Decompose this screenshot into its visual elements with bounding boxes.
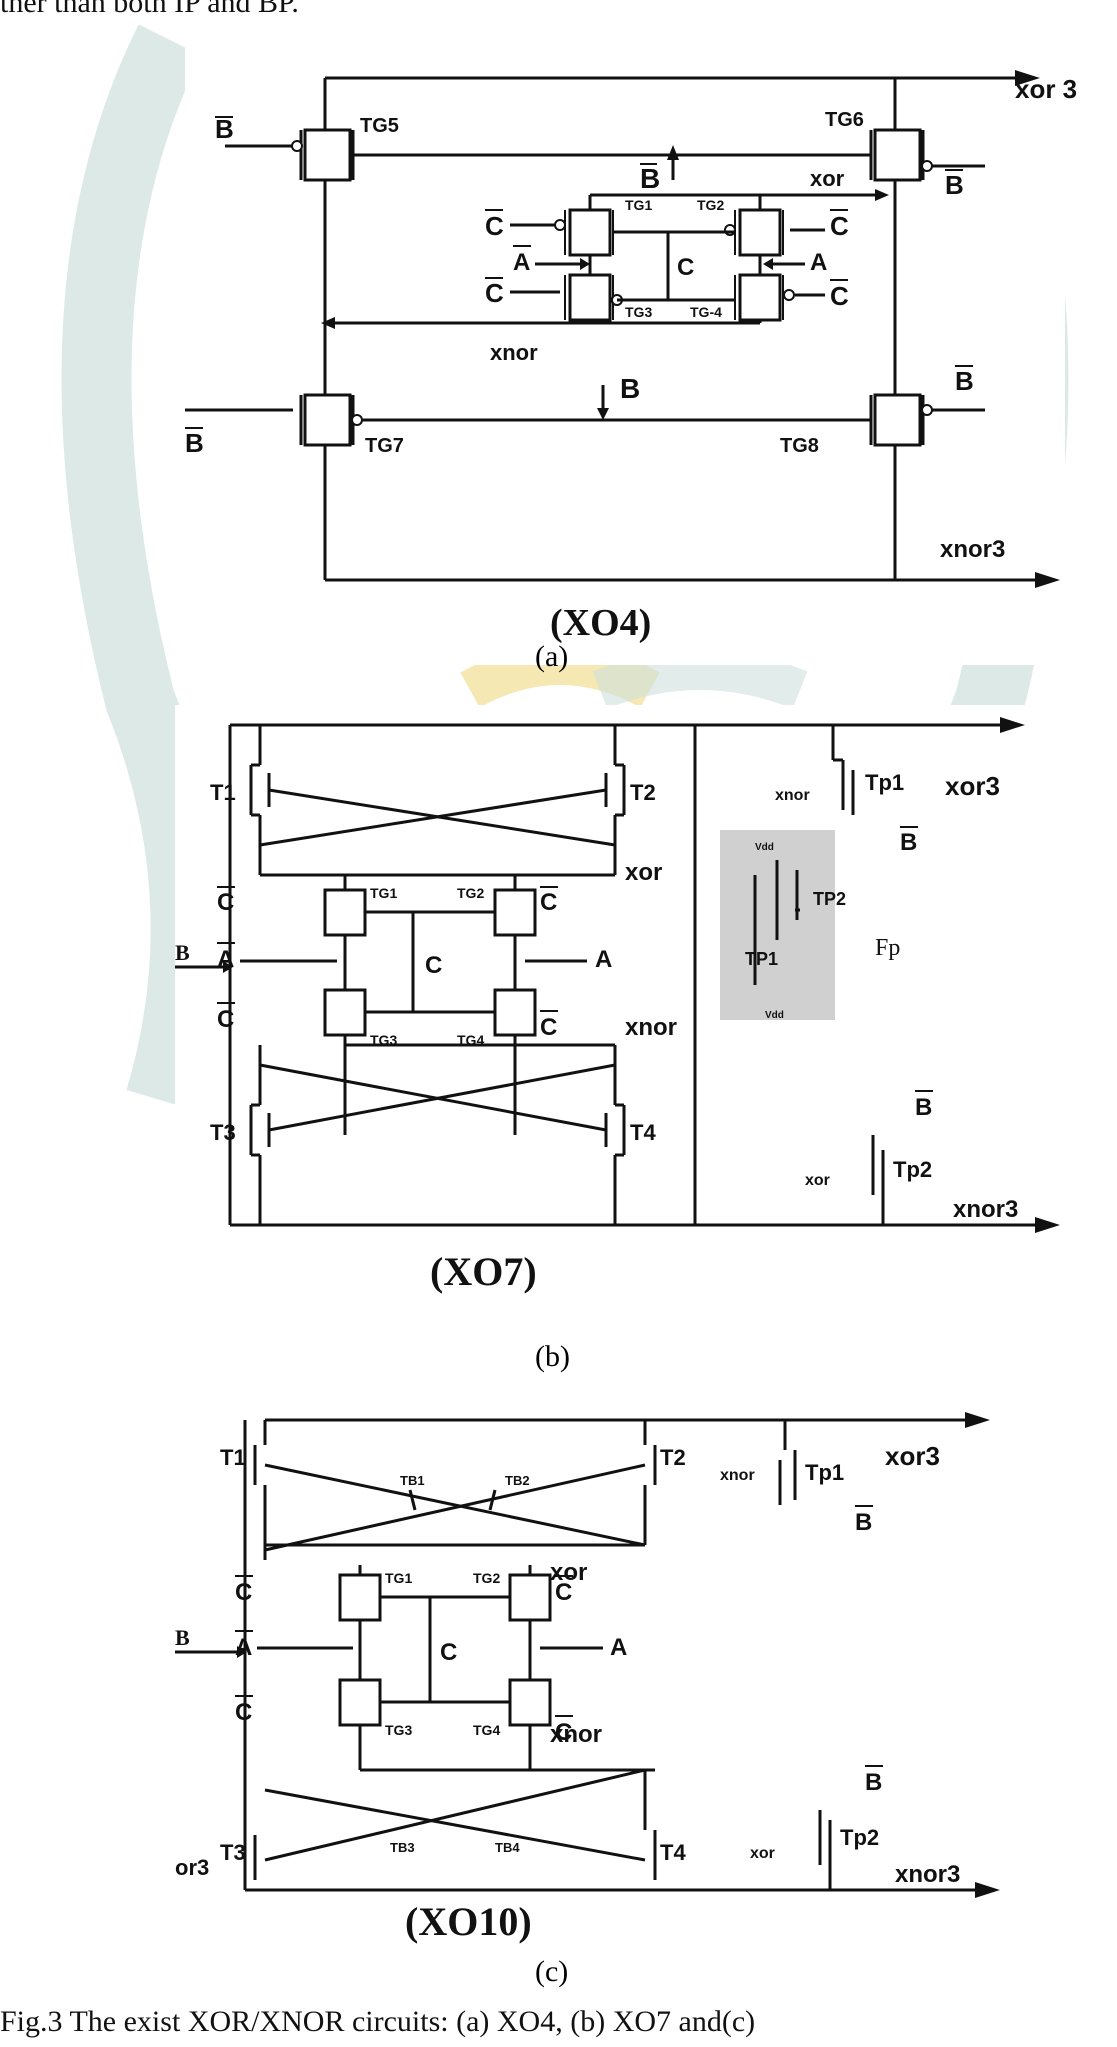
xnor3-label: xnor3 [953, 1196, 1018, 1223]
tg4-label: TG4 [473, 1722, 500, 1738]
tg1-gate-label: C [485, 211, 504, 241]
tg1-label: TG1 [370, 885, 397, 901]
tg1-gate-label: C [217, 889, 234, 916]
tg2-gate-label: C [555, 1579, 572, 1606]
tg4-gate-label: C [540, 1014, 557, 1041]
a-label: A [610, 1634, 627, 1661]
xor-label: xor [550, 1559, 587, 1586]
c-label: C [677, 254, 694, 281]
tp2-label: Tp2 [840, 1825, 879, 1850]
tg4-gate-label: C [555, 1719, 572, 1746]
xnor3-label: xnor3 [940, 536, 1005, 563]
tp1-label: Tp1 [865, 770, 904, 795]
tg1-gate-label: C [235, 1579, 252, 1606]
tg5-label: TG5 [360, 115, 399, 137]
caption-c: (c) [535, 1955, 569, 1988]
t3-label: T3 [210, 1120, 236, 1145]
xor-label: xor [625, 859, 662, 886]
xnor-label: xnor [625, 1014, 677, 1041]
tg1-label: TG1 [625, 197, 652, 213]
header-text: ther than both IP and BP. [0, 0, 299, 19]
t2-label: T2 [660, 1445, 686, 1470]
tg2-label: TG2 [697, 197, 724, 213]
tg6-label: TG6 [825, 109, 864, 131]
tp1-gate-label: xnor [775, 787, 810, 804]
tp2-label: Tp2 [893, 1157, 932, 1182]
t2-label: T2 [630, 780, 656, 805]
circuit-xo4: B TG5 TG6 B B xor 3 xor xnor C TG1 C TG2… [185, 70, 1077, 644]
tp1-b-label: B [855, 1509, 872, 1536]
a-label: A [595, 946, 612, 973]
xor3-label: xor3 [945, 771, 1000, 801]
tp2-gate-label: xor [750, 1845, 775, 1862]
circuit-xo7: T1 T2 xor TG1 TG2 TG3 TG4 C C C C C A A … [175, 717, 1060, 1294]
tb4-label: TB4 [495, 1840, 520, 1855]
vdd-bottom-label: Vdd [765, 1010, 784, 1021]
tg2-gate-label: C [540, 889, 557, 916]
tg2-label: TG2 [473, 1570, 500, 1586]
tp2-b-label: B [915, 1094, 932, 1121]
tg3-gate-label: C [217, 1006, 234, 1033]
figure-caption: Fig.3 The exist XOR/XNOR circuits: (a) X… [0, 2005, 756, 2038]
t4-label: T4 [630, 1120, 656, 1145]
tg7-label: TG7 [365, 435, 404, 457]
xo10-title: (XO10) [405, 1899, 532, 1944]
a-label: A [810, 249, 827, 276]
tp1-label: Tp1 [805, 1460, 844, 1485]
b-input-label: B [175, 940, 190, 965]
tp2-b-label: B [865, 1769, 882, 1796]
b-label-top: B [640, 163, 660, 194]
fp-label: Fp [875, 935, 900, 961]
t1-label: T1 [210, 780, 236, 805]
t4-label: T4 [660, 1840, 686, 1865]
b-input-label: B [175, 1625, 190, 1650]
c-label: C [440, 1639, 457, 1666]
a-bar-label: A [513, 249, 530, 276]
t1-label: T1 [220, 1445, 246, 1470]
tp1-b-label: B [900, 829, 917, 856]
tb3-label: TB3 [390, 1840, 415, 1855]
tp2-gate-label: xor [805, 1172, 830, 1189]
tg4-label: TG-4 [690, 304, 722, 320]
xo7-title: (XO7) [430, 1249, 537, 1294]
caption-b: (b) [535, 1340, 570, 1373]
tg8-gate-label: B [955, 366, 974, 396]
tg3-label: TG3 [385, 1722, 412, 1738]
tp2-inner-label: TP2 [813, 889, 846, 909]
tb2-label: TB2 [505, 1473, 530, 1488]
t3-label: T3 [220, 1840, 246, 1865]
caption-a: (a) [535, 640, 569, 673]
tg1-label: TG1 [385, 1570, 412, 1586]
xnor-label: xnor [550, 1721, 602, 1748]
tp1-gate-label: xnor [720, 1467, 755, 1484]
xo4-title: (XO4) [550, 602, 651, 644]
panel-c: T1 T2 TB1 TB2 xor TG1 TG2 TG3 TG4 C C C … [175, 1390, 1080, 1950]
tg3-gate-label: C [235, 1699, 252, 1726]
vdd-top-label: Vdd [755, 842, 774, 853]
c-label: C [425, 952, 442, 979]
b-label-bottom: B [620, 373, 640, 404]
xnor-label: xnor [490, 340, 538, 365]
tg5-gate-label: B [215, 114, 234, 144]
panel-b: T1 T2 xor TG1 TG2 TG3 TG4 C C C C C A A … [175, 705, 1080, 1295]
tp1-inner-label: TP1 [745, 949, 778, 969]
tg2-gate-label: C [830, 211, 849, 241]
xnor3-label: xnor3 [895, 1861, 960, 1888]
xor-label: xor [810, 166, 845, 191]
tg8-label: TG8 [780, 435, 819, 457]
circuit-xo10: T1 T2 TB1 TB2 xor TG1 TG2 TG3 TG4 C C C … [175, 1412, 1000, 1944]
tg7-gate-label: B [185, 428, 204, 458]
tg3-label: TG3 [625, 304, 652, 320]
xor3-label: xor 3 [1015, 74, 1077, 104]
tb1-label: TB1 [400, 1473, 425, 1488]
or3-cut-label: or3 [175, 1855, 209, 1880]
xor3-label: xor3 [885, 1441, 940, 1471]
tg4-gate-label: C [830, 281, 849, 311]
tg2-label: TG2 [457, 885, 484, 901]
panel-a: B TG5 TG6 B B xor 3 xor xnor C TG1 C TG2… [185, 20, 1077, 665]
tg6-gate-label: B [945, 170, 964, 200]
tg3-gate-label: C [485, 278, 504, 308]
